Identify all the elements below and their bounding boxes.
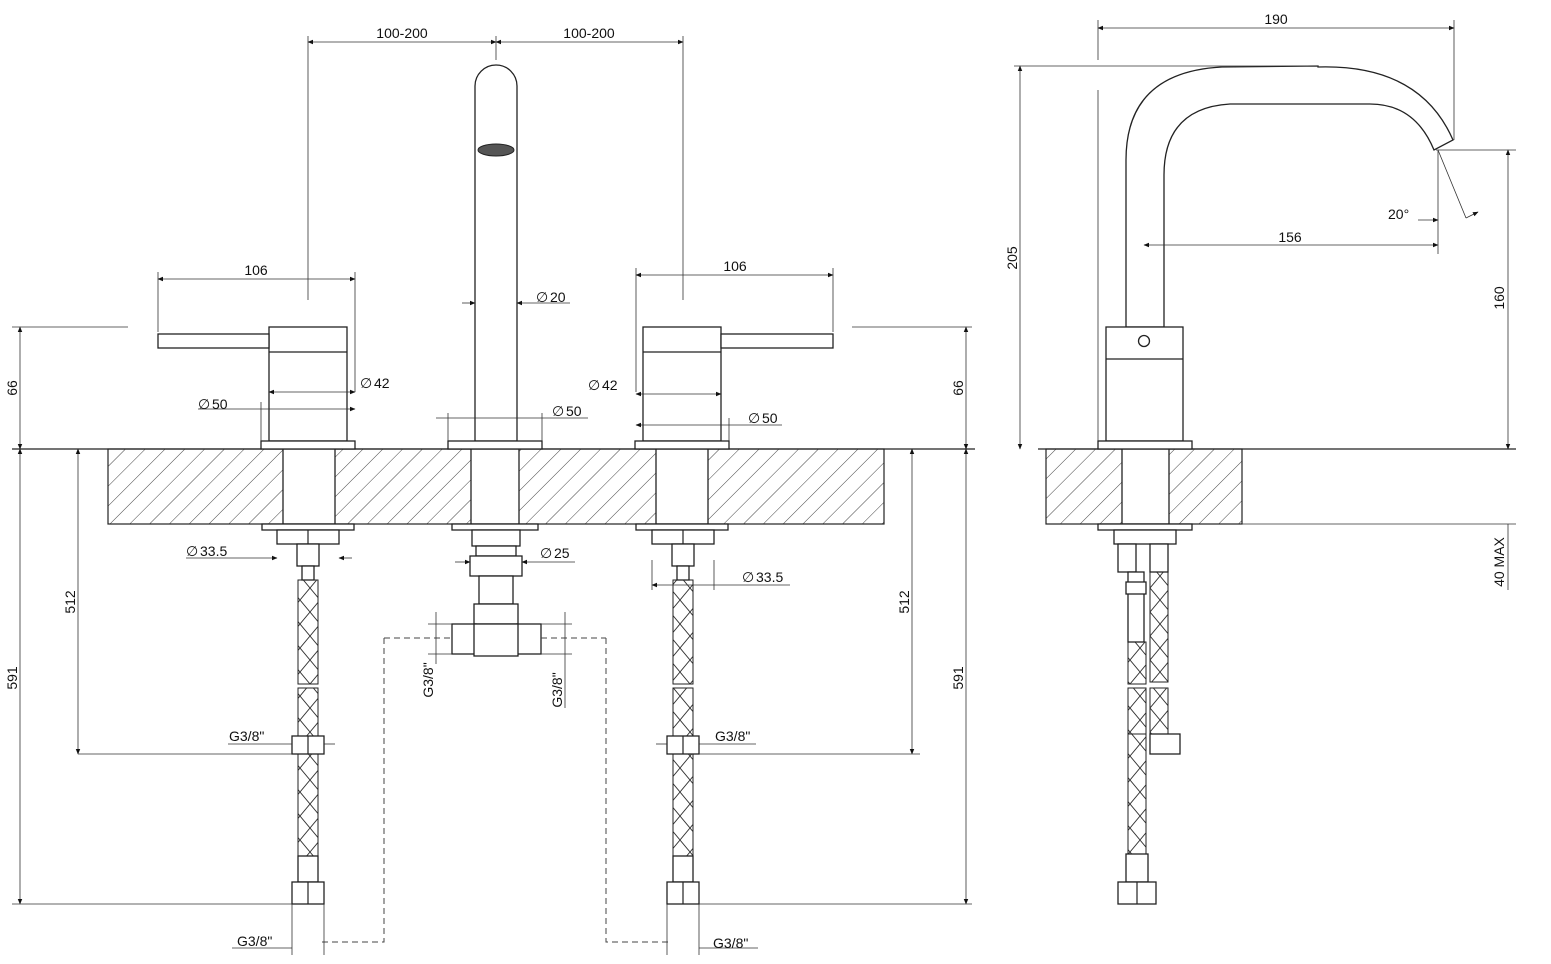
height-left-label: 66: [4, 380, 20, 396]
spout-diameter-label: ∅ 20: [536, 289, 566, 305]
thread-tee-right-label: G3/8": [549, 672, 565, 707]
total-length-left-label: 591: [4, 666, 20, 690]
diameter-icon: ∅: [588, 377, 600, 393]
side-under-deck-fittings: [1097, 523, 1193, 905]
center-spout: [447, 64, 543, 450]
diameter-icon: ∅: [742, 569, 754, 585]
tee-connector: [451, 603, 542, 657]
outlet-height-label: 160: [1491, 286, 1507, 310]
diameter-icon: ∅: [552, 403, 564, 419]
diameter-icon: ∅: [748, 410, 760, 426]
thread-mid-left-label: G3/8": [229, 728, 264, 744]
deck-thickness-label: 40 MAX: [1491, 536, 1507, 586]
svg-text:50: 50: [762, 410, 778, 426]
outlet-reach-label: 156: [1278, 229, 1302, 245]
hose-length-left-label: 512: [62, 590, 78, 614]
right-flex-hose: [666, 565, 700, 905]
diameter-icon: ∅: [198, 396, 210, 412]
diameter-icon: ∅: [536, 289, 548, 305]
handle-diameter-left-label: ∅ 42: [360, 375, 390, 391]
hose-length-right-label: 512: [896, 590, 912, 614]
set-screw-icon: [1137, 334, 1151, 348]
svg-text:20: 20: [550, 289, 566, 305]
side-spout: [1097, 65, 1454, 450]
spacing-left-label: 100-200: [376, 25, 428, 41]
shank-left-label: ∅ 33.5: [186, 543, 227, 559]
total-length-right-label: 591: [950, 666, 966, 690]
svg-text:42: 42: [374, 375, 390, 391]
side-dimensions: [1014, 20, 1516, 590]
supply-line-right: [605, 638, 670, 943]
thread-bottom-left-label: G3/8": [237, 933, 272, 949]
handle-diameter-right-label: ∅ 42: [588, 377, 618, 393]
shank-right-label: ∅ 33.5: [742, 569, 783, 585]
outlet-angle-label: 20°: [1388, 206, 1409, 222]
svg-text:42: 42: [602, 377, 618, 393]
spout-reach-label: 190: [1264, 11, 1288, 27]
front-dimensions: [12, 36, 972, 955]
svg-text:33.5: 33.5: [756, 569, 783, 585]
svg-text:25: 25: [554, 545, 570, 561]
supply-line-left: [320, 638, 385, 943]
right-mixer-handle: [634, 326, 834, 450]
diameter-icon: ∅: [186, 543, 198, 559]
svg-text:50: 50: [212, 396, 228, 412]
svg-text:50: 50: [566, 403, 582, 419]
front-view: 100-200 100-200 106 106 ∅ 20 ∅ 42 ∅ 50 ∅…: [4, 25, 975, 955]
handle-base-right-label: ∅ 50: [748, 410, 778, 426]
spout-height-label: 205: [1004, 246, 1020, 270]
deck-section: [107, 448, 885, 525]
handle-base-left-label: ∅ 50: [198, 396, 228, 412]
aerator-icon: [477, 143, 515, 157]
handle-reach-left-label: 106: [244, 262, 268, 278]
left-mixer-handle: [157, 326, 356, 450]
left-flex-hose: [291, 565, 325, 905]
spout-shank-label: ∅ 25: [540, 545, 570, 561]
thread-bottom-right-label: G3/8": [713, 935, 748, 951]
svg-text:33.5: 33.5: [200, 543, 227, 559]
under-deck-fittings: [261, 523, 729, 605]
diameter-icon: ∅: [360, 375, 372, 391]
height-right-label: 66: [950, 380, 966, 396]
spout-base-diameter-label: ∅ 50: [552, 403, 582, 419]
side-view: 190 205 156 160 20° 40 MAX: [1004, 11, 1516, 905]
diameter-icon: ∅: [540, 545, 552, 561]
thread-tee-left-label: G3/8": [420, 662, 436, 697]
spacing-right-label: 100-200: [563, 25, 615, 41]
handle-reach-right-label: 106: [723, 258, 747, 274]
thread-mid-right-label: G3/8": [715, 728, 750, 744]
